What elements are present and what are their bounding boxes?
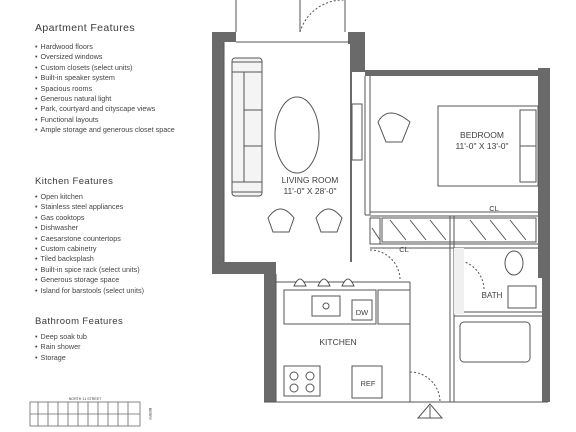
bath-label: BATH: [482, 291, 503, 300]
bedroom-closet-label: CL: [489, 204, 499, 213]
refrigerator-label: REF: [361, 379, 376, 388]
bedroom-closet: [381, 217, 537, 243]
bathroom-features-title: Bathroom Features: [35, 316, 124, 327]
tv-console: [351, 103, 363, 161]
barstools: [293, 278, 355, 287]
coffee-table: [274, 96, 320, 174]
living-room-dims: 11'-0" X 28'-0": [283, 186, 336, 196]
list-item: Functional layouts: [35, 115, 175, 125]
stove: [283, 365, 321, 397]
entry-door-top: [299, 0, 345, 33]
list-item: Gas cooktops: [35, 213, 144, 223]
bedroom-dims: 11'-0" X 13'-0": [455, 141, 508, 151]
living-room-label: LIVING ROOM: [282, 175, 339, 185]
interior-walls: [223, 0, 548, 403]
kitchen-label: KITCHEN: [319, 337, 356, 347]
apartment-features-title: Apartment Features: [35, 22, 135, 34]
list-item: Caesarstone countertops: [35, 234, 144, 244]
list-item: Hardwood floors: [35, 42, 175, 52]
list-item: Spacious rooms: [35, 84, 175, 94]
list-item: Island for barstools (select units): [35, 286, 144, 296]
compass-icon: [416, 403, 444, 419]
list-item: Custom cabinetry: [35, 244, 144, 254]
list-item: Oversized windows: [35, 52, 175, 62]
sofa: [231, 57, 263, 197]
living-chairs: [267, 208, 343, 233]
list-item: Built-in spice rack (select units): [35, 265, 144, 275]
list-item: Tiled backsplash: [35, 254, 144, 264]
hall-closet: [369, 217, 401, 281]
list-item: Ample storage and generous closet space: [35, 125, 175, 135]
list-item: Generous storage space: [35, 275, 144, 285]
list-item: Dishwasher: [35, 223, 144, 233]
bedroom-label: BEDROOM: [460, 130, 504, 140]
key-plan-street-label: NORTH 11 STREET: [69, 397, 102, 401]
list-item: Storage: [35, 353, 87, 363]
key-plan: NORTH 11 STREET BERRY: [29, 397, 152, 427]
bath-tile: [454, 248, 464, 314]
kitchen-island: [283, 289, 411, 325]
bath-fixtures: [453, 250, 537, 363]
list-item: Generous natural light: [35, 94, 175, 104]
list-item: Built-in speaker system: [35, 73, 175, 83]
key-plan-side-label: BERRY: [148, 408, 152, 421]
bed: [437, 105, 539, 187]
list-item: Park, courtyard and cityscape views: [35, 104, 175, 114]
kitchen-features-title: Kitchen Features: [35, 176, 114, 187]
dishwasher-label: DW: [356, 308, 369, 317]
list-item: Open kitchen: [35, 192, 144, 202]
list-item: Custom closets (select units): [35, 63, 175, 73]
list-item: Rain shower: [35, 342, 87, 352]
refrigerator: [351, 365, 383, 399]
kitchen-features-list: Open kitchen Stainless steel appliances …: [35, 192, 144, 296]
apartment-features-list: Hardwood floors Oversized windows Custom…: [35, 42, 175, 136]
bathroom-features-list: Deep soak tub Rain shower Storage: [35, 332, 87, 363]
hall-closet-label: CL: [399, 245, 409, 254]
list-item: Stainless steel appliances: [35, 202, 144, 212]
list-item: Deep soak tub: [35, 332, 87, 342]
kitchen-door: [409, 371, 441, 403]
armchair: [377, 112, 411, 143]
